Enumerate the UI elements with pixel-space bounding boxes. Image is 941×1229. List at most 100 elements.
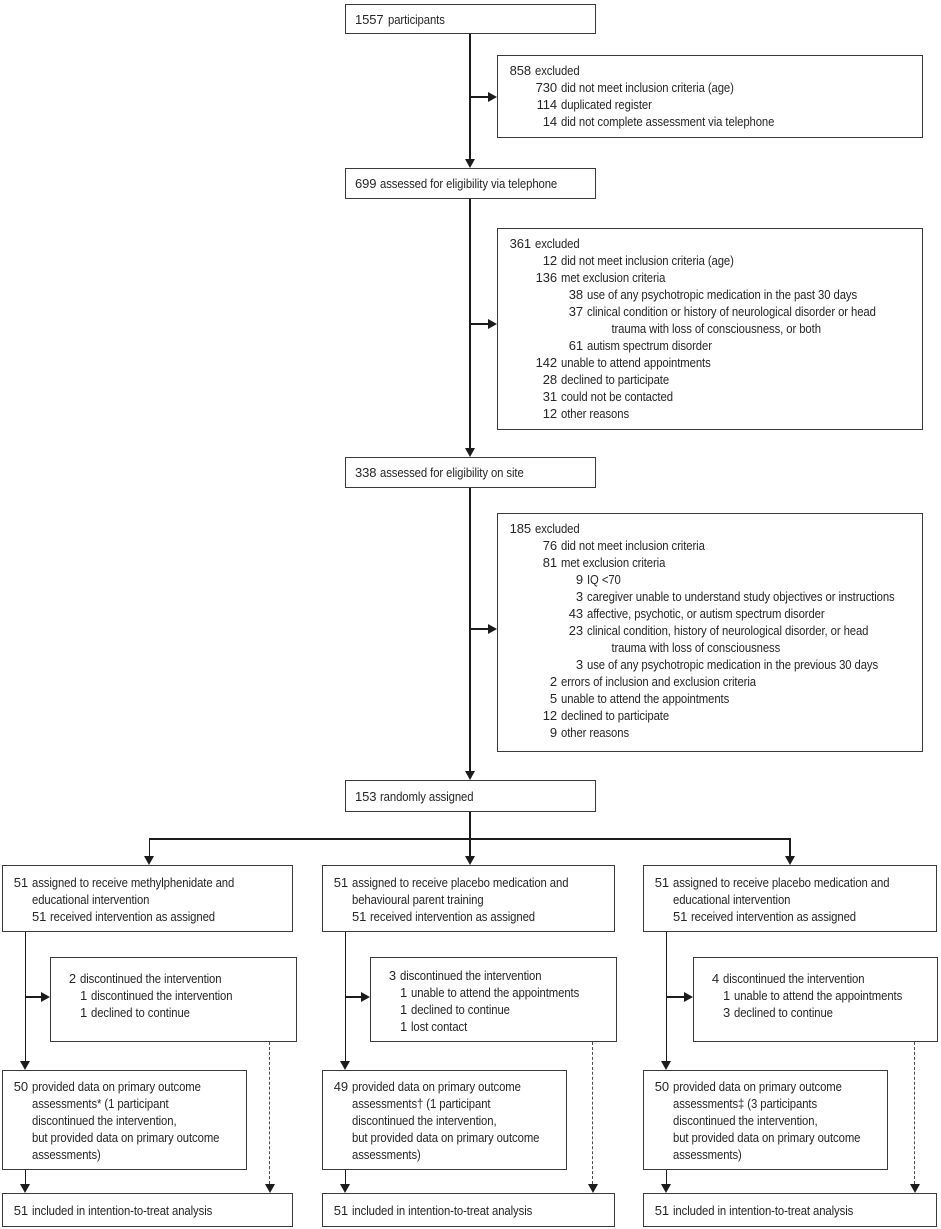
count: 31 [542,389,557,404]
count: 1 [400,1002,408,1017]
count: 2 [549,674,557,689]
text-line: 9 IQ <70 [507,571,914,588]
label: included in intention-to-treat analysis [673,1202,854,1218]
count: 37 [568,304,583,319]
label: use of any psychotropic medication in th… [587,657,879,672]
label: other reasons [561,406,630,421]
label: affective, psychotic, or autism spectrum… [587,606,825,621]
arrowhead-down-arm2-primary [340,1061,351,1070]
label: provided data on primary outcome assessm… [352,1079,540,1162]
count: 51 [13,875,28,890]
label: received intervention as assigned [691,909,857,924]
count: 81 [542,555,557,570]
count: 12 [542,406,557,421]
count: 12 [542,253,557,268]
count: 3 [388,968,396,983]
label: clinical condition or history of neurolo… [587,304,876,336]
box-arm1-assigned: 51 assigned to receive methylphenidate an… [2,865,293,932]
count: 61 [568,338,583,353]
arrowhead-right-arm3-disc [684,991,693,1002]
connector-drop-arm3 [789,838,791,856]
count: 51 [333,1202,348,1218]
connector-arm3-branch-disc [665,996,685,998]
label: excluded [535,521,580,536]
text-line: 12 other reasons [507,405,914,422]
count: 338 [355,465,377,480]
connector-drop-arm1 [148,838,151,856]
label: unable to attend the appointments [734,988,903,1003]
connector-branch-excl2 [469,323,489,325]
count: 51 [654,875,669,890]
label: did not meet inclusion criteria (age) [561,80,734,95]
label: unable to attend the appointments [561,691,730,706]
label: unable to attend the appointments [411,985,580,1000]
label: discontinued the intervention [91,988,233,1003]
text-line: 51 assigned to receive methylphenidate an… [12,874,284,908]
count: 3 [575,657,583,672]
label: use of any psychotropic medication in th… [587,287,858,302]
arrowhead-right-arm2-disc [361,991,370,1002]
connector-branch-excl1 [469,96,489,98]
arrowhead-down-arm1-dashed [265,1184,276,1193]
label: did not complete assessment via telephon… [561,114,775,129]
arrowhead-down-arm1-itt [20,1184,31,1193]
label: provided data on primary outcome assessm… [32,1079,220,1162]
count: 185 [509,521,531,536]
label: duplicated register [561,97,652,112]
arrowhead-down-random [464,771,475,780]
count: 9 [575,572,583,587]
text-line: 3 use of any psychotropic medication in t… [507,656,914,673]
label: declined to participate [561,372,670,387]
label: caregiver unable to understand study obj… [587,589,895,604]
text-line: 61 autism spectrum disorder [507,337,914,354]
text-line: 14 did not complete assessment via teleph… [507,113,914,130]
label: autism spectrum disorder [587,338,712,353]
connector-arm1-branch-disc [24,996,42,998]
arrowhead-down-arm3-primary [661,1061,672,1070]
count: 858 [509,63,531,78]
label: errors of inclusion and exclusion criter… [561,674,757,689]
label: declined to continue [91,1005,191,1020]
connector-arm2-branch-disc [344,996,361,998]
arrowhead-down-arm2-itt [340,1184,351,1193]
label: declined to participate [561,708,670,723]
label: IQ <70 [587,572,621,587]
connector-arm3-primary-itt [665,1170,667,1184]
label: assigned to receive methylphenidate and … [32,875,235,907]
text-line: 37 clinical condition or history of neuro… [507,303,914,337]
label: clinical condition, history of neurologi… [587,623,869,655]
count: 14 [542,114,557,129]
label: discontinued the intervention [400,968,542,983]
